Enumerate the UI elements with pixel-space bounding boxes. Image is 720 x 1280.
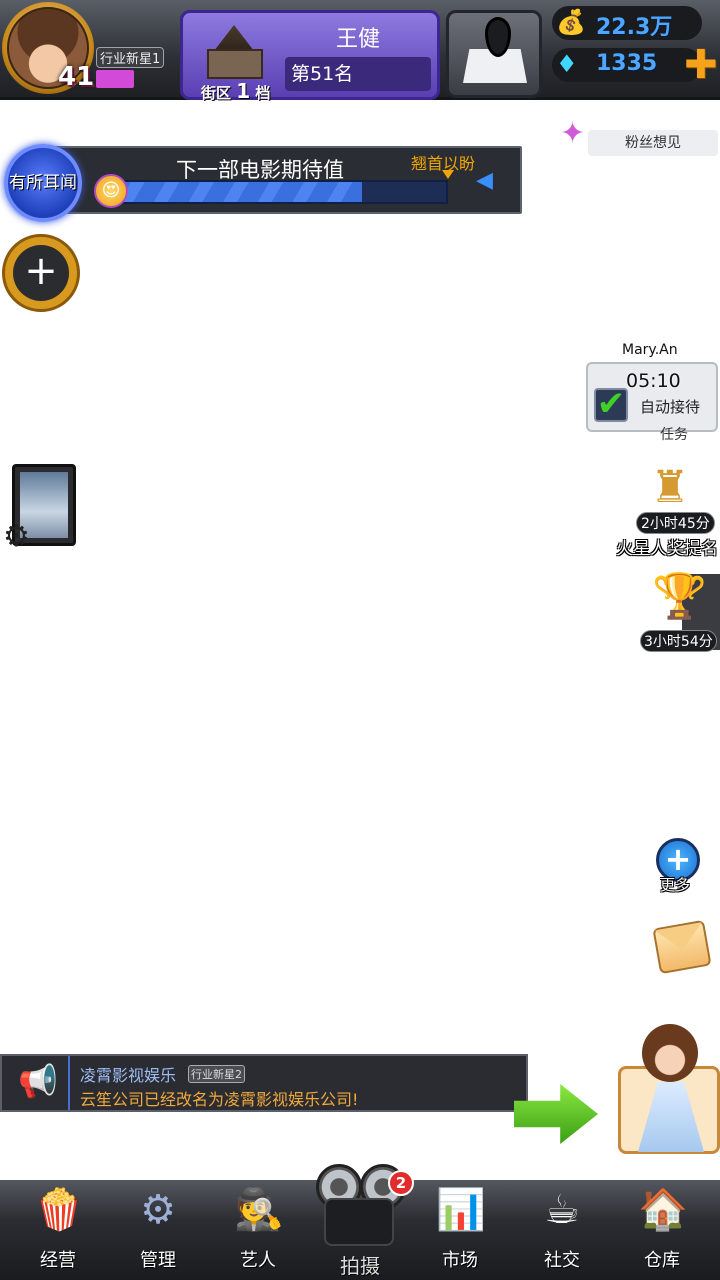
diamond-icon: ♦ — [556, 50, 578, 78]
warehouse-icon: 🏠 — [638, 1187, 688, 1233]
fans-wish-label: 粉丝想见 — [588, 130, 718, 156]
announcement-sender: 凌霄影视娱乐 — [80, 1066, 177, 1085]
gold-amount: 22.3万 — [596, 15, 673, 40]
sender-rank-badge: 行业新星2 — [188, 1065, 245, 1083]
pie-chart-icon: 📊 — [436, 1187, 486, 1233]
award-nomination-widget[interactable]: ♜ 2小时45分 火星人奖提名 — [616, 462, 720, 562]
film-reel-icon: ⚙ — [3, 519, 30, 554]
heart-eyes-emoji-icon: 😍 — [94, 174, 128, 208]
target-pointer-icon — [442, 170, 454, 179]
film-card[interactable]: ⚙ — [3, 464, 76, 554]
expectation-title: 下一部电影期待值 — [176, 158, 344, 182]
envelope-icon — [655, 922, 706, 954]
expectation-progress-fill — [110, 182, 362, 202]
fans-wish-widget[interactable]: ✦ 粉丝想见 — [560, 116, 720, 156]
nav-market[interactable]: 📊 市场 — [436, 1187, 486, 1271]
news-button[interactable]: 有所耳闻 — [4, 144, 82, 222]
rank-title-badge: 行业新星1 — [96, 47, 165, 68]
film-poster — [20, 472, 68, 538]
nav-operate[interactable]: 🍿 经营 — [34, 1187, 84, 1271]
mail-button[interactable] — [652, 919, 712, 975]
gem-counter: ♦ 1335 — [552, 48, 702, 82]
xp-bar — [96, 70, 134, 88]
announcement-message: 云笙公司已经改名为凌霄影视娱乐公司! — [80, 1090, 359, 1109]
avatar-portrait — [7, 7, 89, 89]
trophy-widget[interactable]: 🏆 3小时54分 — [638, 570, 720, 658]
gem-amount: 1335 — [596, 51, 658, 76]
gold-counter: 💰 22.3万 — [552, 6, 702, 40]
auto-receive-label: 自动接待 — [640, 398, 701, 416]
task-label: 任务 — [660, 427, 688, 443]
map-pin-icon — [485, 17, 511, 57]
trophy-icon: 🏆 — [652, 571, 707, 622]
assistant-portrait[interactable] — [616, 1020, 720, 1156]
gift-icon: ✦ — [560, 116, 586, 151]
player-level: 41 — [58, 62, 95, 92]
nav-manage[interactable]: ⚙ 管理 — [108, 1180, 208, 1280]
player-info-panel[interactable]: 街区 1 档 王健 第51名 — [180, 10, 440, 103]
award-label: 火星人奖提名 — [616, 539, 718, 559]
award-timer: 2小时45分 — [636, 512, 715, 534]
shoot-notification-badge: 2 — [388, 1170, 414, 1196]
movie-expectation-bar: 下一部电影期待值 翘首以盼 😍 ◀ 有所耳闻 — [4, 144, 522, 222]
plus-icon: + — [13, 245, 69, 301]
auto-receive-checkbox[interactable]: ✔ — [594, 387, 628, 422]
more-label: 更多 — [660, 876, 691, 894]
player-avatar[interactable] — [2, 2, 94, 94]
oscar-statue-icon: ♜ — [650, 462, 690, 513]
collapse-arrow-icon[interactable]: ◀ — [476, 168, 493, 193]
player-name: 王健 — [335, 27, 380, 52]
shoot-button[interactable]: 2 拍摄 — [300, 1158, 420, 1280]
add-gems-button[interactable]: ✚ — [684, 42, 718, 88]
coffee-icon: ☕ — [544, 1187, 580, 1233]
nav-social[interactable]: ☕ 社交 — [512, 1180, 612, 1280]
megaphone-icon: 📢 — [18, 1062, 58, 1100]
visitor-timer: 05:10 — [626, 370, 681, 392]
nav-artists[interactable]: 🕵 艺人 — [234, 1187, 284, 1271]
agent-icon: 🕵 — [234, 1187, 284, 1233]
map-button[interactable] — [446, 10, 542, 98]
plus-icon: + — [656, 838, 700, 882]
expectation-target-label: 翘首以盼 — [411, 154, 476, 173]
studio-building-icon: 街区 1 档 — [193, 19, 275, 103]
more-button[interactable]: + 更多 — [654, 836, 704, 896]
announcement-banner[interactable]: 📢 凌霄影视娱乐 行业新星2 云笙公司已经改名为凌霄影视娱乐公司! — [0, 1054, 528, 1112]
shoot-label: 拍摄 — [340, 1254, 380, 1278]
expectation-panel: 下一部电影期待值 翘首以盼 😍 ◀ — [54, 146, 522, 214]
player-rank: 第51名 — [285, 57, 431, 91]
auto-receive-panel[interactable]: 05:10 ✔ 自动接待 — [586, 362, 718, 432]
district-label: 街区 1 档 — [201, 79, 271, 103]
gear-icon: ⚙ — [140, 1187, 176, 1233]
add-button[interactable]: + — [2, 234, 80, 312]
popcorn-icon: 🍿 — [34, 1187, 84, 1233]
nav-warehouse[interactable]: 🏠 仓库 — [638, 1187, 688, 1271]
expectation-progress-track — [108, 180, 448, 204]
gold-coins-icon: 💰 — [556, 8, 586, 36]
top-bar: 41 行业新星1 街区 1 档 王健 第51名 💰 22.3万 ♦ 1335 ✚ — [0, 0, 720, 103]
visitor-name: Mary.An — [622, 342, 678, 358]
trophy-timer: 3小时54分 — [640, 630, 717, 652]
